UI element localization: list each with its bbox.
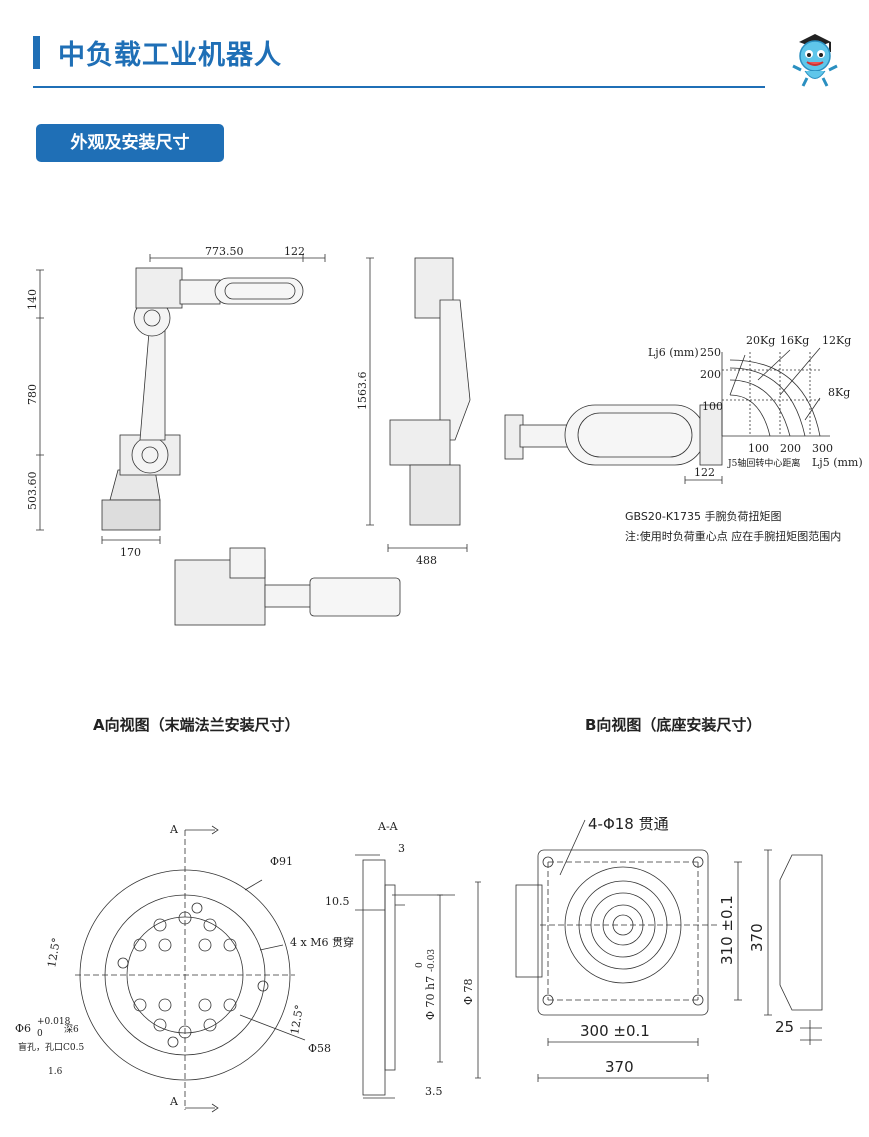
dim-170: 170 [120,546,141,559]
base-d310: 310 ±0.1 [718,895,736,965]
chart-ytick-250: 250 [700,346,721,359]
caption-view-b: B向视图（底座安装尺寸） [585,716,762,734]
flange-d70: Φ 70 h7 [424,976,437,1020]
base-holes: 4-Φ18 贯通 [588,815,669,833]
flange-pin-note: 盲孔，孔口C0.5 [18,1041,84,1053]
flange-section-label-bottom: A [169,1095,179,1108]
page-title: 中负载工业机器人 [58,40,282,71]
chart-xtick-300: 300 [812,442,833,455]
flange-d91: Φ91 [270,855,293,868]
flange-angle-2: 12.5° [288,1004,306,1036]
flange-section-aa: A-A [377,820,399,833]
flange-d70-tol-top: 0 [415,962,425,968]
chart-ylabel: Lj6 (mm) [648,346,699,359]
chart-caption: GBS20-K1735 手腕负荷扭矩图 [625,509,782,523]
chart-load-16: 16Kg [780,334,809,347]
flange-d70-tol-bottom: -0.03 [427,949,437,972]
base-d300: 300 ±0.1 [580,1022,650,1040]
flange-section-label-top: A [169,823,179,836]
base-d370-horizontal: 370 [605,1058,634,1076]
flange-pin-tol-top: +0.018 [37,1017,71,1027]
chart-load-20: 20Kg [746,334,775,347]
flange-d3-5: 3.5 [425,1085,443,1098]
flange-d58: Φ58 [308,1042,331,1055]
dim-1563: 1563.6 [356,372,369,411]
dim-503: 503.60 [26,472,39,511]
dim-140: 140 [26,289,39,310]
chart-xlabel: J5轴回转中心距离 [727,457,800,469]
flange-d78: Φ 78 [462,978,475,1005]
dim-122a: 122 [284,245,305,258]
flange-angle-1: 12.5° [45,937,63,969]
chart-load-12: 12Kg [822,334,851,347]
chart-xtick-100: 100 [748,442,769,455]
chart-note: 注:使用时负荷重心点 应在手腕扭矩图范围内 [625,529,841,543]
chart-xunit: Lj5 (mm) [812,456,863,469]
flange-roughness: 1.6 [48,1067,63,1077]
chart-xtick-200: 200 [780,442,801,455]
flange-d10-5: 10.5 [325,895,350,908]
chart-ytick-200: 200 [700,368,721,381]
chart-load-8: 8Kg [828,386,850,399]
dim-780: 780 [26,384,39,405]
mascot-logo [792,34,838,87]
robot-dimension-drawing: 773.50 122 140 780 503.60 170 1563.6 488… [26,245,863,626]
base-d370-vertical: 370 [748,923,766,952]
flange-d3: 3 [398,842,405,855]
chart-offset: 122 [694,466,715,479]
dim-488: 488 [416,554,437,567]
flange-pin-tol-bottom: 0 [37,1029,43,1039]
flange-pin: Φ6 [15,1022,31,1035]
flange-depth: 深6 [64,1024,79,1035]
header-divider [33,86,765,88]
caption-view-a: A向视图（末端法兰安装尺寸） [93,716,300,734]
section-tag: 外观及安装尺寸 [36,124,224,162]
chart-ytick-100: 100 [702,400,723,413]
flange-m6: 4 x M6 贯穿 [290,935,354,949]
header-accent-bar [33,36,40,69]
base-d25: 25 [775,1018,794,1036]
dim-773: 773.50 [205,245,244,258]
